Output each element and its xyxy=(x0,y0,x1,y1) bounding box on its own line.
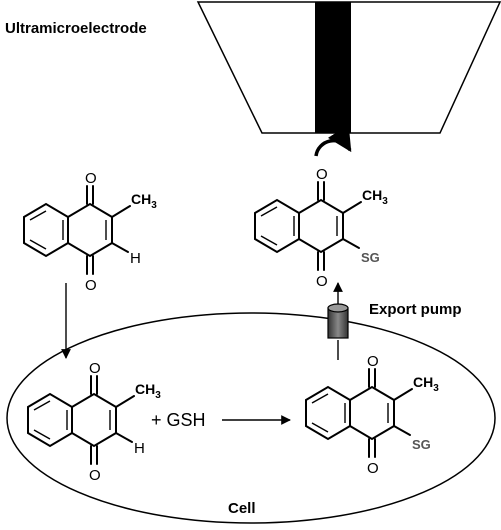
carbonyl-oxygen-bottom: O xyxy=(367,460,379,477)
menadione-outside: O O CH3 H xyxy=(23,170,157,294)
methyl-group: CH3 xyxy=(413,374,439,394)
carbonyl-oxygen-bottom: O xyxy=(89,467,101,484)
export-pump-label: Export pump xyxy=(369,301,462,318)
hydrogen-substituent: H xyxy=(130,250,141,267)
export-pump xyxy=(327,282,349,360)
glutathione-substituent: SG xyxy=(361,250,380,265)
carbonyl-oxygen-top: O xyxy=(85,170,97,187)
redox-arrow xyxy=(314,124,352,157)
electrode-label: Ultramicroelectrode xyxy=(5,20,147,37)
menadione-inside: O O CH3 H xyxy=(27,360,161,484)
cell-membrane xyxy=(6,312,496,524)
carbonyl-oxygen-bottom: O xyxy=(85,277,97,294)
conjugate-outside: O O CH3 SG xyxy=(254,166,388,290)
methyl-group: CH3 xyxy=(131,191,157,211)
carbonyl-oxygen-top: O xyxy=(367,353,379,370)
cell-label: Cell xyxy=(228,500,256,517)
conjugate-inside: O O CH3 SG xyxy=(305,353,439,477)
carbonyl-oxygen-top: O xyxy=(316,166,328,183)
ultramicroelectrode xyxy=(196,1,501,134)
methyl-group: CH3 xyxy=(362,187,388,207)
methyl-group: CH3 xyxy=(135,381,161,401)
carbonyl-oxygen-bottom: O xyxy=(316,273,328,290)
hydrogen-substituent: H xyxy=(134,440,145,457)
plus-gsh-label: + GSH xyxy=(151,410,206,430)
carbonyl-oxygen-top: O xyxy=(89,360,101,377)
glutathione-substituent: SG xyxy=(412,437,431,452)
electrode-wire xyxy=(315,2,351,133)
